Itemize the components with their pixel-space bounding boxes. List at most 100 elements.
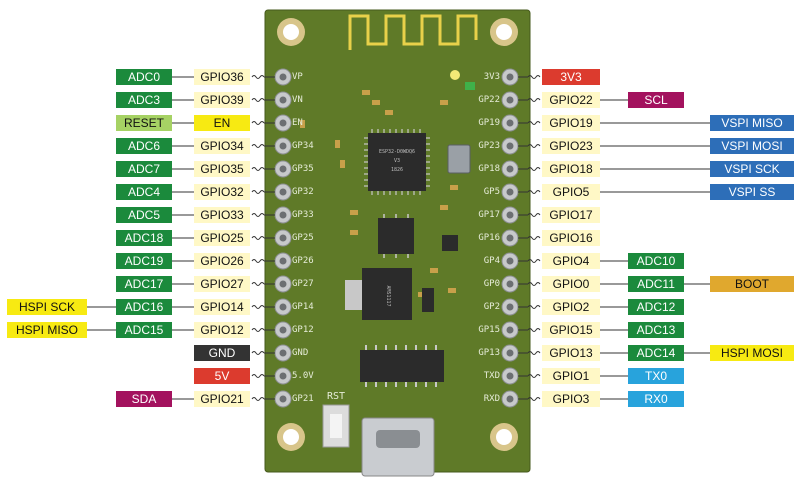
function-tag-adc4: ADC4 bbox=[116, 184, 172, 200]
gpio-label-gpio34: GPIO34 bbox=[194, 138, 250, 154]
pin-label-gp25: GP25 bbox=[292, 233, 314, 243]
diode bbox=[422, 288, 434, 312]
pin-label-rxd: RXD bbox=[483, 394, 500, 404]
pin-label-gp18: GP18 bbox=[478, 164, 500, 174]
gpio-label-gnd: GND bbox=[194, 345, 250, 361]
pin-label-gp15: GP15 bbox=[478, 325, 500, 335]
header-pin-hole bbox=[279, 165, 287, 173]
header-pin-hole bbox=[506, 349, 514, 357]
header-pin-hole bbox=[506, 234, 514, 242]
header-pin-hole bbox=[279, 96, 287, 104]
function-tag-adc16: ADC16 bbox=[116, 299, 172, 315]
leader-squiggle bbox=[251, 121, 265, 125]
header-pin-hole bbox=[506, 96, 514, 104]
leader-squiggle bbox=[251, 190, 265, 194]
gpio-label-gpio4: GPIO4 bbox=[542, 253, 600, 269]
leader-squiggle bbox=[527, 213, 541, 217]
function-tag-adc7: ADC7 bbox=[116, 161, 172, 177]
function-tag-vspi-sck: VSPI SCK bbox=[710, 161, 794, 177]
header-pin-hole bbox=[506, 165, 514, 173]
flash-chip bbox=[378, 214, 414, 258]
pin-label-gnd: GND bbox=[292, 348, 309, 358]
function-tag-tx0: TX0 bbox=[628, 368, 684, 384]
gpio-label-gpio36: GPIO36 bbox=[194, 69, 250, 85]
header-pin-hole bbox=[279, 188, 287, 196]
header-pin-hole bbox=[279, 349, 287, 357]
function-tag-adc14: ADC14 bbox=[628, 345, 684, 361]
gpio-label-gpio21: GPIO21 bbox=[194, 391, 250, 407]
gpio-label-gpio39: GPIO39 bbox=[194, 92, 250, 108]
leader-squiggle bbox=[527, 144, 541, 148]
reset-button[interactable] bbox=[322, 404, 350, 448]
function-tag-adc0: ADC0 bbox=[116, 69, 172, 85]
leader-squiggle bbox=[527, 305, 541, 309]
esp32-chip: ESP32-D0WDQ6 V3 1826 bbox=[364, 129, 430, 195]
gpio-label-gpio12: GPIO12 bbox=[194, 322, 250, 338]
function-tag-adc13: ADC13 bbox=[628, 322, 684, 338]
header-pin-hole bbox=[279, 211, 287, 219]
pin-label-50v: 5.0V bbox=[292, 371, 314, 381]
gpio-label-gpio32: GPIO32 bbox=[194, 184, 250, 200]
header-pin-hole bbox=[279, 372, 287, 380]
voltage-regulator: AMS1117 bbox=[345, 268, 412, 320]
gpio-label-gpio19: GPIO19 bbox=[542, 115, 600, 131]
leader-squiggle bbox=[527, 75, 541, 79]
function-tag-adc3: ADC3 bbox=[116, 92, 172, 108]
function-tag-adc18: ADC18 bbox=[116, 230, 172, 246]
header-pin-hole bbox=[279, 326, 287, 334]
header-pin-hole bbox=[279, 73, 287, 81]
function-tag-vspi-mosi: VSPI MOSI bbox=[710, 138, 794, 154]
gpio-label-gpio1: GPIO1 bbox=[542, 368, 600, 384]
leader-squiggle bbox=[251, 282, 265, 286]
function-tag-adc11: ADC11 bbox=[628, 276, 684, 292]
pin-label-gp13: GP13 bbox=[478, 348, 500, 358]
micro-usb-port[interactable] bbox=[361, 417, 435, 477]
pin-label-gp5: GP5 bbox=[483, 187, 500, 197]
gpio-label-gpio25: GPIO25 bbox=[194, 230, 250, 246]
gpio-label-gpio27: GPIO27 bbox=[194, 276, 250, 292]
leader-squiggle bbox=[251, 213, 265, 217]
header-pin-hole bbox=[506, 326, 514, 334]
leader-squiggle bbox=[251, 374, 265, 378]
header-pin-hole bbox=[279, 119, 287, 127]
leader-squiggle bbox=[251, 259, 265, 263]
function-tag-adc19: ADC19 bbox=[116, 253, 172, 269]
header-pin-hole bbox=[506, 188, 514, 196]
leader-squiggle bbox=[527, 397, 541, 401]
leader-squiggle bbox=[251, 167, 265, 171]
header-pin-hole bbox=[506, 303, 514, 311]
gpio-label-gpio17: GPIO17 bbox=[542, 207, 600, 223]
pin-label-gp26: GP26 bbox=[292, 256, 314, 266]
header-pin-hole bbox=[279, 280, 287, 288]
leader-squiggle bbox=[527, 282, 541, 286]
gpio-label-gpio14: GPIO14 bbox=[194, 299, 250, 315]
leader-squiggle bbox=[527, 351, 541, 355]
gpio-label-5v: 5V bbox=[194, 368, 250, 384]
function-tag-adc6: ADC6 bbox=[116, 138, 172, 154]
leader-squiggle bbox=[251, 98, 265, 102]
gpio-label-gpio2: GPIO2 bbox=[542, 299, 600, 315]
header-pin-hole bbox=[506, 280, 514, 288]
function-tag-rx0: RX0 bbox=[628, 391, 684, 407]
pin-label-gp22: GP22 bbox=[478, 95, 500, 105]
pin-label-gp14: GP14 bbox=[292, 302, 314, 312]
function-tag-vspi-ss: VSPI SS bbox=[710, 184, 794, 200]
pin-label-gp34: GP34 bbox=[292, 141, 314, 151]
mounting-holes bbox=[277, 18, 518, 451]
pin-label-gp32: GP32 bbox=[292, 187, 314, 197]
pin-label-gp19: GP19 bbox=[478, 118, 500, 128]
chip-marking: 1826 bbox=[391, 167, 403, 173]
header-pin-hole bbox=[506, 372, 514, 380]
pin-label-gp21: GP21 bbox=[292, 394, 314, 404]
header-pin-hole bbox=[506, 257, 514, 265]
gpio-label-gpio5: GPIO5 bbox=[542, 184, 600, 200]
gpio-label-gpio0: GPIO0 bbox=[542, 276, 600, 292]
pin-label-gp4: GP4 bbox=[483, 256, 500, 266]
leader-squiggle bbox=[527, 190, 541, 194]
gpio-label-gpio18: GPIO18 bbox=[542, 161, 600, 177]
leader-squiggle bbox=[251, 144, 265, 148]
gpio-label-gpio22: GPIO22 bbox=[542, 92, 600, 108]
gpio-label-gpio15: GPIO15 bbox=[542, 322, 600, 338]
gpio-label-gpio16: GPIO16 bbox=[542, 230, 600, 246]
